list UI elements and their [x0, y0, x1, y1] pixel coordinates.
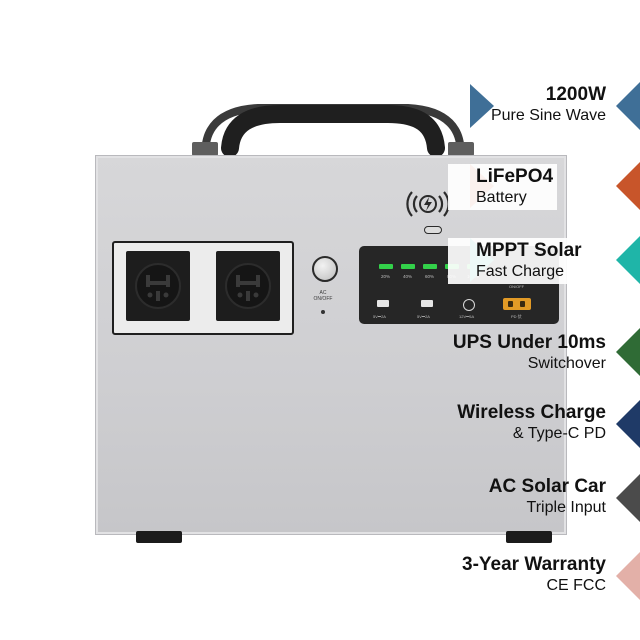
battery-level-label: 60% — [425, 274, 435, 279]
callout-chevron — [470, 84, 494, 128]
feature-callout: 1200W Pure Sine Wave — [491, 84, 606, 126]
dc-port-label: 12V⎓5A — [459, 314, 475, 319]
feature-subtitle: Fast Charge — [476, 263, 565, 280]
universal-outlet-icon — [126, 251, 190, 321]
callout-chevron — [616, 236, 640, 284]
feature-subtitle: Switchover — [527, 355, 606, 372]
feature-title: 3-Year Warranty — [462, 554, 606, 575]
feature-callout: Wireless Charge & Type-C PD — [457, 402, 606, 444]
callout-chevron — [616, 474, 640, 522]
feature-subtitle: Triple Input — [526, 499, 606, 516]
battery-level-label: 20% — [381, 274, 391, 279]
left-foot — [136, 531, 182, 543]
type-c-port-icon — [424, 226, 442, 234]
dc-switch-label: ON/OFF — [509, 284, 525, 289]
feature-callout: 3-Year Warranty CE FCC — [462, 554, 606, 596]
feature-title: UPS Under 10ms — [452, 332, 606, 353]
ac-power-button — [312, 256, 338, 282]
feature-title: 1200W — [545, 84, 606, 105]
ac-indicator-led — [321, 310, 325, 314]
battery-bar — [423, 264, 437, 269]
pd-port-label: PD 伏 — [511, 314, 522, 319]
callout-chevron — [616, 328, 640, 376]
usb-port-label: 5V⎓2A — [417, 314, 430, 319]
feature-subtitle: CE FCC — [546, 577, 606, 594]
feature-title: MPPT Solar — [476, 240, 582, 261]
dc5521-port-icon — [463, 299, 475, 311]
station-body — [95, 155, 567, 535]
right-foot — [506, 531, 552, 543]
feature-subtitle: Pure Sine Wave — [490, 107, 606, 124]
ac-outlet-panel — [112, 241, 294, 335]
callout-chevron — [616, 552, 640, 600]
battery-bar — [379, 264, 393, 269]
xt60-port-icon — [503, 298, 531, 310]
feature-title: Wireless Charge — [457, 402, 606, 423]
battery-level-label: 40% — [403, 274, 413, 279]
callout-chevron — [616, 82, 640, 130]
feature-subtitle: Battery — [476, 189, 527, 206]
universal-outlet-icon — [216, 251, 280, 321]
ac-button-label: AC ON/OFF — [313, 290, 333, 302]
feature-title: LiFePO4 — [476, 166, 554, 187]
feature-title: AC Solar Car — [488, 476, 606, 497]
callout-chevron — [616, 400, 640, 448]
usb-port-icon — [421, 300, 433, 307]
usb-port-icon — [377, 300, 389, 307]
carry-handle — [192, 104, 474, 161]
usb-port-label: 5V⎓2A — [373, 314, 386, 319]
callout-chevron — [616, 162, 640, 210]
feature-subtitle: & Type-C PD — [512, 425, 606, 442]
battery-bar — [401, 264, 415, 269]
